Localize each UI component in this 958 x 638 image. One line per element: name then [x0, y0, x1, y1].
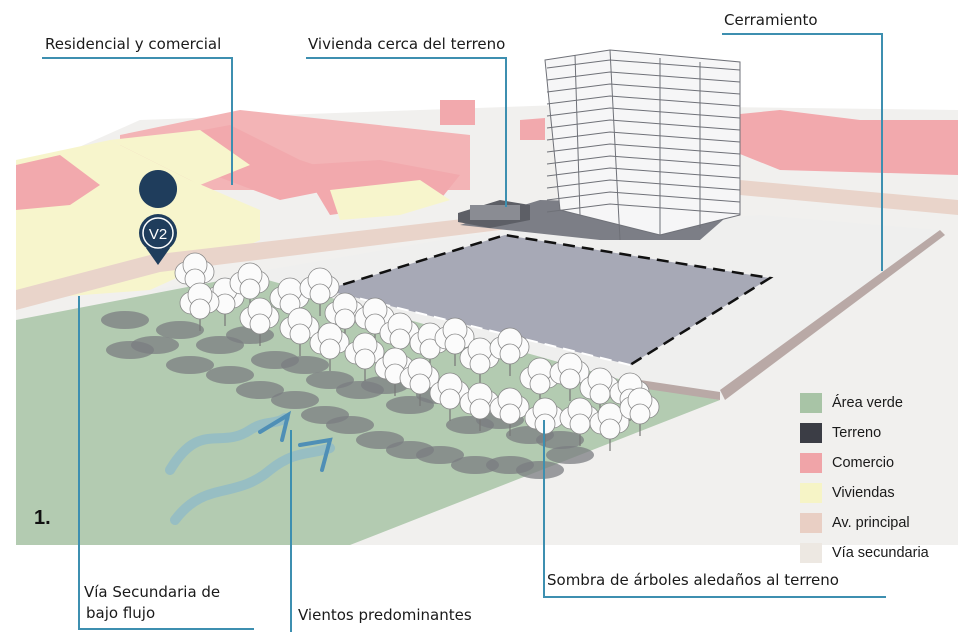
tree: [459, 382, 500, 431]
tree-shadow: [536, 431, 584, 449]
tree: [379, 312, 420, 361]
legend-label: Vía secundaria: [832, 545, 929, 561]
tree-shadow: [166, 356, 214, 374]
trees: [174, 252, 660, 451]
tree-shadow: [451, 456, 499, 474]
residential-mid-2: [330, 180, 450, 220]
commercial-small-2: [520, 118, 545, 140]
tree: [309, 322, 350, 371]
leader-sombra-h: [543, 596, 886, 598]
pin-label: V2: [149, 226, 167, 243]
fence-right: [720, 230, 945, 400]
residential-mid: [110, 130, 250, 185]
label-via-line1: Vía Secundaria de: [84, 583, 221, 601]
tree: [524, 397, 565, 446]
label-sombra: Sombra de árboles aledaños al terreno: [547, 571, 839, 589]
tree: [619, 387, 660, 436]
tree: [549, 352, 590, 401]
nearby-house: [458, 200, 530, 228]
figure-number: 1.: [34, 507, 51, 529]
tree-shadow: [236, 381, 284, 399]
legend-label: Terreno: [832, 425, 882, 441]
tree: [239, 297, 280, 346]
legend-label: Comercio: [832, 455, 895, 471]
leader-residencial-v: [231, 57, 233, 185]
leader-vivienda-v: [505, 57, 507, 207]
legend-label: Viviendas: [832, 485, 895, 501]
leader-cerramiento-v: [881, 33, 883, 271]
legend-swatch: [800, 393, 822, 413]
tree-shadow: [106, 341, 154, 359]
label-residencial: Residencial y comercial: [45, 35, 222, 53]
legend-label: Av. principal: [832, 515, 910, 531]
avenue-right: [740, 180, 958, 215]
tower-building: [544, 49, 741, 241]
legend-swatch: [800, 483, 822, 503]
legend-item: Av. principal: [800, 508, 958, 538]
tree: [229, 262, 270, 311]
legend-label: Área verde: [832, 395, 903, 411]
tree-shadow: [416, 446, 464, 464]
wind-arrows: [165, 410, 335, 525]
tree: [299, 267, 340, 316]
tree-shadow: [281, 356, 329, 374]
legend-swatch: [800, 513, 822, 533]
tree-shadow: [326, 416, 374, 434]
tree: [179, 282, 220, 331]
fence-front: [640, 380, 720, 400]
tree-shadow: [516, 461, 564, 479]
leader-via-h: [78, 628, 254, 630]
leader-vientos-v: [290, 430, 292, 632]
tree-shadow: [206, 366, 254, 384]
legend-item: Viviendas: [800, 478, 958, 508]
tree: [279, 307, 320, 356]
tree-shadow: [156, 321, 204, 339]
leader-sombra-v: [543, 420, 545, 598]
leader-via-v: [78, 296, 80, 630]
legend-item: Área verde: [800, 388, 958, 418]
legend-item: Comercio: [800, 448, 958, 478]
tree: [399, 357, 440, 406]
commercial-small: [440, 100, 475, 125]
label-cerramiento: Cerramiento: [724, 11, 818, 29]
tree-shadow: [101, 311, 149, 329]
legend-item: Vía secundaria: [800, 538, 958, 568]
terreno-lot: [325, 235, 770, 365]
tree-shadow: [546, 446, 594, 464]
tree: [344, 332, 385, 381]
green-area: [16, 275, 720, 545]
legend-item: Terreno: [800, 418, 958, 448]
label-via-line2: bajo flujo: [86, 604, 156, 622]
tower-floors: [546, 59, 741, 215]
tree: [434, 317, 475, 366]
tree: [559, 397, 600, 446]
label-vientos: Vientos predominantes: [298, 606, 472, 624]
tree: [589, 402, 630, 451]
tree-shadow: [271, 391, 319, 409]
tree: [489, 387, 530, 436]
leader-residencial-h: [42, 57, 232, 59]
commercial-left-1: [16, 155, 100, 210]
legend-swatch: [800, 543, 822, 563]
avenue-left: [16, 210, 540, 310]
legend-swatch: [800, 423, 822, 443]
commercial-right: [730, 110, 958, 175]
leader-cerramiento-h: [722, 33, 882, 35]
leader-vivienda-h: [306, 57, 506, 59]
tree: [489, 327, 530, 376]
location-pin: V2: [139, 170, 178, 265]
legend-swatch: [800, 453, 822, 473]
tree: [519, 357, 560, 406]
label-vivienda: Vivienda cerca del terreno: [308, 35, 506, 53]
